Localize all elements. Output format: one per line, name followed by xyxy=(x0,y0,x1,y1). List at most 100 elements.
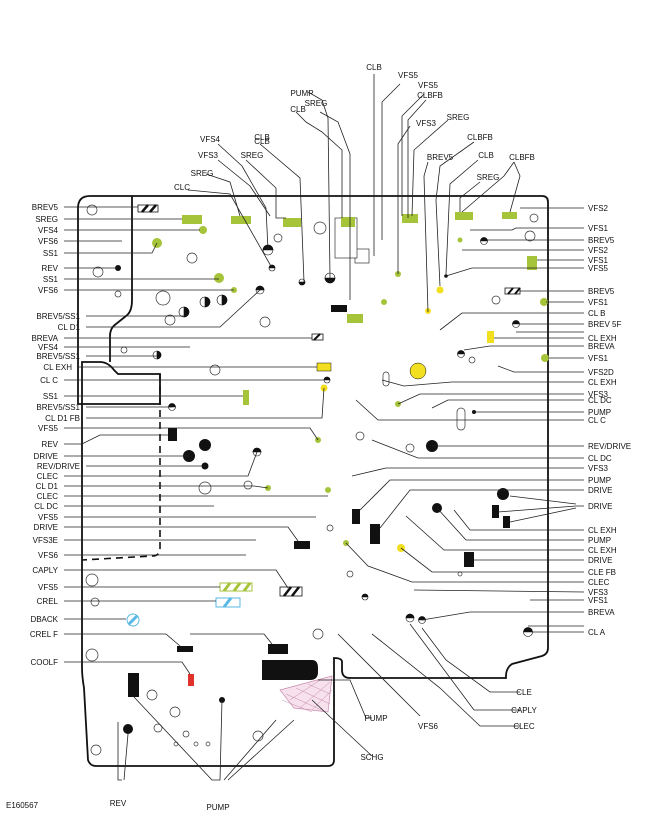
label-left: VFS6 xyxy=(38,286,59,295)
label-left: BREV5/SS1 xyxy=(36,403,80,412)
label-right: CL C xyxy=(588,416,606,425)
label-top: CLBFB xyxy=(417,91,443,100)
label-right: REV/DRIVE xyxy=(588,442,631,451)
label-right: DRIVE xyxy=(588,486,612,495)
label-top: VFS3 xyxy=(416,119,437,128)
label-right: VFS5 xyxy=(588,264,609,273)
label-left: CLEC xyxy=(37,492,59,501)
label-right: VFS3 xyxy=(588,464,609,473)
label-left: BREVA xyxy=(31,334,58,343)
label-top: SREG xyxy=(305,99,328,108)
label-top: VFS5 xyxy=(418,81,439,90)
label-right: PUMP xyxy=(588,408,611,417)
label-left: BREV5/SS1 xyxy=(36,352,80,361)
label-right: CL EXH xyxy=(588,546,617,555)
label-left: DRIVE xyxy=(34,523,58,532)
label-left: VFS4 xyxy=(38,343,59,352)
label-right: VFS1 xyxy=(588,298,609,307)
label-left: VFS5 xyxy=(38,424,59,433)
label-left: BREV5 xyxy=(32,203,59,212)
label-right: CL DC xyxy=(588,454,612,463)
label-bottom: PUMP xyxy=(206,803,229,812)
label-left: COOLF xyxy=(30,658,58,667)
label-right: VFS1 xyxy=(588,224,609,233)
label-right: PUMP xyxy=(588,536,611,545)
label-right: PUMP xyxy=(588,476,611,485)
label-top: SREG xyxy=(241,151,264,160)
label-left: CREL F xyxy=(30,630,58,639)
label-left: CL EXH xyxy=(43,363,72,372)
label-left: SS1 xyxy=(43,249,59,258)
label-top: CLC xyxy=(174,183,190,192)
label-bottom: REV xyxy=(110,799,127,808)
label-top: VFS4 xyxy=(200,135,221,144)
label-right: VFS2 xyxy=(588,204,609,213)
label-left: CL D1 xyxy=(36,482,59,491)
components xyxy=(115,204,549,734)
label-left: CL D1 FB xyxy=(45,414,80,423)
label-right: VFS1 xyxy=(588,596,609,605)
label-top: CLB xyxy=(366,63,382,72)
label-top: SREG xyxy=(191,169,214,178)
label-left: REV xyxy=(42,264,59,273)
label-right: CLEC xyxy=(588,578,610,587)
label-left: VFS5 xyxy=(38,583,59,592)
label-right: VFS2 xyxy=(588,246,609,255)
label-left: DBACK xyxy=(30,615,58,624)
label-bottom: PUMP xyxy=(364,714,387,723)
label-right: DRIVE xyxy=(588,502,612,511)
label-right: VFS3 xyxy=(588,390,609,399)
label-right: CL EXH xyxy=(588,378,617,387)
label-top: CLB xyxy=(478,151,494,160)
label-top: SREG xyxy=(447,113,470,122)
label-right: CL A xyxy=(588,628,606,637)
valve-body-outline xyxy=(78,195,549,767)
figure-id: E160567 xyxy=(6,801,39,810)
label-right: VFS2D xyxy=(588,368,614,377)
label-right: BREVA xyxy=(588,608,615,617)
label-bottom: CLE xyxy=(516,688,532,697)
label-top: CLBFB xyxy=(467,133,493,142)
label-left: DRIVE xyxy=(34,452,58,461)
label-top: SREG xyxy=(477,173,500,182)
label-right: CL EXH xyxy=(588,334,617,343)
label-left: SREG xyxy=(35,215,58,224)
label-right: CL DC xyxy=(588,396,612,405)
label-top: VFS3 xyxy=(198,151,219,160)
label-left: CREL xyxy=(37,597,59,606)
label-top: CLBFB xyxy=(509,153,535,162)
label-left: VFS6 xyxy=(38,551,59,560)
label-bottom: CAPLY xyxy=(511,706,537,715)
label-right: VFS3 xyxy=(588,588,609,597)
label-left: REV/DRIVE xyxy=(37,462,80,471)
label-right: BREV 5F xyxy=(588,320,621,329)
label-top: VFS5 xyxy=(398,71,419,80)
label-bottom: SCHG xyxy=(360,753,383,762)
label-left: VFS6 xyxy=(38,237,59,246)
callout-labels: BREV5SREGVFS4VFS6SS1REVSS1VFS6BREV5/SS1C… xyxy=(30,63,631,812)
dashed-separator xyxy=(81,374,161,561)
label-right: CL B xyxy=(588,309,606,318)
label-right: CL EXH xyxy=(588,526,617,535)
label-left: CAPLY xyxy=(32,566,58,575)
label-left: VFS5 xyxy=(38,513,59,522)
label-top: PUMP xyxy=(290,89,313,98)
label-left: REV xyxy=(42,440,59,449)
label-right: BREV5 xyxy=(588,236,615,245)
label-right: VFS1 xyxy=(588,354,609,363)
label-right: VFS1 xyxy=(588,256,609,265)
label-left: VFS4 xyxy=(38,226,59,235)
label-left: VFS3E xyxy=(33,536,58,545)
label-top: BREV5 xyxy=(427,153,454,162)
label-left: BREV5/SS1 xyxy=(36,312,80,321)
label-left: CL C xyxy=(40,376,58,385)
label-left: CLEC xyxy=(37,472,59,481)
label-right: BREV5 xyxy=(588,287,615,296)
label-right: CLE FB xyxy=(588,568,616,577)
label-right: DRIVE xyxy=(588,556,612,565)
label-left: CL D1 xyxy=(58,323,81,332)
label-top: CLB xyxy=(290,105,306,114)
label-left: CL DC xyxy=(34,502,58,511)
label-bottom: CLEC xyxy=(513,722,535,731)
